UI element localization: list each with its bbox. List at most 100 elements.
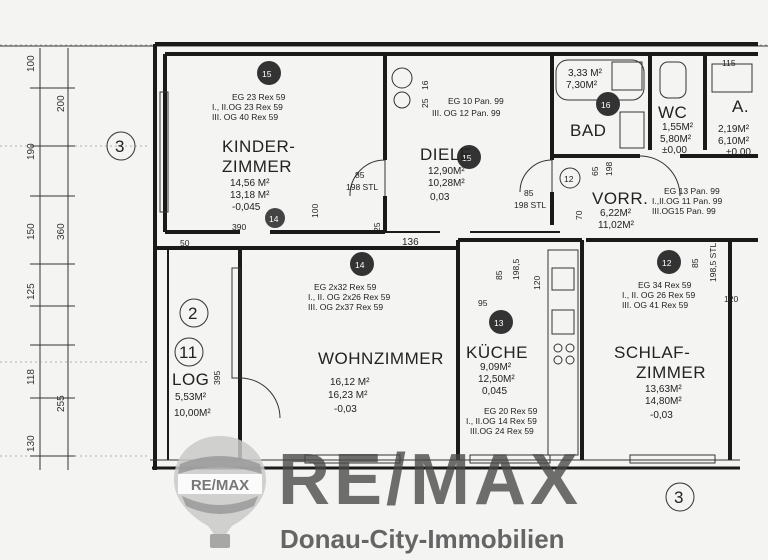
svg-text:ZIMMER: ZIMMER xyxy=(636,363,706,382)
svg-text:10,28M²: 10,28M² xyxy=(428,178,465,189)
dim-left-3: 190 xyxy=(26,143,37,160)
room-name-diele: DIELE xyxy=(420,145,472,164)
svg-text:1,55M²: 1,55M² xyxy=(662,122,694,133)
svg-text:198 STL: 198 STL xyxy=(514,200,546,210)
svg-text:5,53M²: 5,53M² xyxy=(175,392,207,403)
remax-balloon-logo: RE/MAX xyxy=(174,436,266,548)
svg-text:136: 136 xyxy=(402,237,419,248)
remax-watermark-subtitle: Donau-City-Immobilien xyxy=(280,524,565,554)
room-name-kinderzimmer: KINDER- xyxy=(222,137,295,156)
svg-text:25: 25 xyxy=(420,98,430,108)
svg-text:14: 14 xyxy=(355,260,365,270)
svg-text:198 STL: 198 STL xyxy=(346,182,378,192)
svg-text:13,18 M²: 13,18 M² xyxy=(230,190,270,201)
svg-text:EG 34 Rex 59: EG 34 Rex 59 xyxy=(638,280,692,290)
svg-text:9,09M²: 9,09M² xyxy=(480,362,512,373)
svg-text:16,23 M²: 16,23 M² xyxy=(328,390,368,401)
svg-text:III. OG 41 Rex 59: III. OG 41 Rex 59 xyxy=(622,300,688,310)
svg-text:±0,00: ±0,00 xyxy=(726,147,751,158)
room-name-kueche: KÜCHE xyxy=(466,343,528,362)
room-markers: 15 15 16 12 14 14 13 12 xyxy=(257,61,681,334)
svg-text:III.OG15 Pan. 99: III.OG15 Pan. 99 xyxy=(652,206,716,216)
svg-text:7,30M²: 7,30M² xyxy=(566,80,598,91)
svg-text:±0,00: ±0,00 xyxy=(662,145,687,156)
svg-text:12,90M²: 12,90M² xyxy=(428,166,465,177)
svg-text:198: 198 xyxy=(604,162,614,176)
svg-text:III. OG 12 Pan. 99: III. OG 12 Pan. 99 xyxy=(432,108,501,118)
svg-text:12: 12 xyxy=(662,258,672,268)
dim-left-1: 100 xyxy=(26,55,37,72)
svg-text:16: 16 xyxy=(420,80,430,90)
svg-text:12,50M²: 12,50M² xyxy=(478,374,515,385)
svg-text:16,12 M²: 16,12 M² xyxy=(330,377,370,388)
svg-text:-0,045: -0,045 xyxy=(232,202,261,213)
svg-text:12: 12 xyxy=(564,174,574,184)
svg-text:2: 2 xyxy=(188,304,198,323)
svg-text:0,045: 0,045 xyxy=(482,386,507,397)
svg-text:13: 13 xyxy=(494,318,504,328)
svg-text:3,33 M²: 3,33 M² xyxy=(568,68,603,79)
svg-text:16: 16 xyxy=(601,100,611,110)
svg-text:I., II. OG 26 Rex 59: I., II. OG 26 Rex 59 xyxy=(622,290,695,300)
svg-text:I., II.OG 23 Rex 59: I., II.OG 23 Rex 59 xyxy=(212,102,283,112)
room-name-a: A. xyxy=(732,97,749,116)
svg-text:RE/MAX: RE/MAX xyxy=(191,477,249,494)
svg-text:5,80M²: 5,80M² xyxy=(660,134,692,145)
room-notes: EG 23 Rex 59 xyxy=(232,92,286,102)
svg-text:6,22M²: 6,22M² xyxy=(600,208,632,219)
svg-text:10,00M²: 10,00M² xyxy=(174,408,211,419)
svg-text:0,03: 0,03 xyxy=(430,192,450,203)
svg-text:I., II.OG 14 Rex 59: I., II.OG 14 Rex 59 xyxy=(466,416,537,426)
dim-left-2: 200 xyxy=(56,95,67,112)
room-name-bad: BAD xyxy=(570,121,606,140)
svg-text:3: 3 xyxy=(674,488,684,507)
svg-text:III. OG 2x37 Rex 59: III. OG 2x37 Rex 59 xyxy=(308,302,383,312)
svg-text:13,63M²: 13,63M² xyxy=(645,384,682,395)
svg-text:85: 85 xyxy=(524,188,534,198)
remax-watermark-text: RE/MAX xyxy=(278,440,583,520)
svg-text:3: 3 xyxy=(115,137,125,156)
svg-text:15: 15 xyxy=(462,153,472,163)
grid-marker-11 xyxy=(174,337,204,367)
dim-left-8: 255 xyxy=(56,395,67,412)
dim-left-6: 125 xyxy=(26,283,37,300)
room-name-wc: WC xyxy=(658,103,687,122)
grid-marker-2 xyxy=(179,298,209,328)
svg-text:120: 120 xyxy=(724,294,738,304)
svg-text:EG 2x32 Rex 59: EG 2x32 Rex 59 xyxy=(314,282,377,292)
svg-text:85: 85 xyxy=(355,170,365,180)
svg-text:-0,03: -0,03 xyxy=(650,410,673,421)
room-name-wohnzimmer: WOHNZIMMER xyxy=(318,349,444,368)
svg-text:100: 100 xyxy=(310,204,320,218)
dim-left-5: 150 xyxy=(26,223,37,240)
svg-text:EG 20 Rex 59: EG 20 Rex 59 xyxy=(484,406,538,416)
svg-text:I.,II.OG 11 Pan. 99: I.,II.OG 11 Pan. 99 xyxy=(652,196,723,206)
svg-text:85: 85 xyxy=(690,258,700,268)
svg-text:70: 70 xyxy=(574,210,584,220)
room-name-schlafzimmer: SCHLAF- xyxy=(614,343,690,362)
svg-text:198,5 STL: 198,5 STL xyxy=(708,243,718,282)
svg-text:I., II. OG 2x26 Rex 59: I., II. OG 2x26 Rex 59 xyxy=(308,292,390,302)
svg-text:15: 15 xyxy=(262,69,272,79)
kitchen-counter xyxy=(547,249,579,456)
grid-marker-3 xyxy=(106,131,136,161)
room-name-log: LOG xyxy=(172,370,209,389)
svg-text:14,56 M²: 14,56 M² xyxy=(230,178,270,189)
svg-text:EG 13 Pan. 99: EG 13 Pan. 99 xyxy=(664,186,720,196)
svg-text:EG 10 Pan. 99: EG 10 Pan. 99 xyxy=(448,96,504,106)
dim-left-9: 130 xyxy=(26,435,37,452)
walls xyxy=(150,42,758,470)
svg-text:14: 14 xyxy=(269,214,279,224)
svg-text:11: 11 xyxy=(179,343,198,362)
svg-text:395: 395 xyxy=(212,371,222,385)
dim-left-4: 360 xyxy=(56,223,67,240)
svg-text:390: 390 xyxy=(232,222,246,232)
svg-text:198,5: 198,5 xyxy=(511,258,521,280)
room-name-vorr: VORR. xyxy=(592,189,648,208)
svg-text:25: 25 xyxy=(372,222,382,232)
svg-text:115: 115 xyxy=(722,58,736,68)
svg-text:14,80M²: 14,80M² xyxy=(645,396,682,407)
svg-text:2,19M²: 2,19M² xyxy=(718,124,750,135)
svg-text:III. OG 40 Rex 59: III. OG 40 Rex 59 xyxy=(212,112,278,122)
